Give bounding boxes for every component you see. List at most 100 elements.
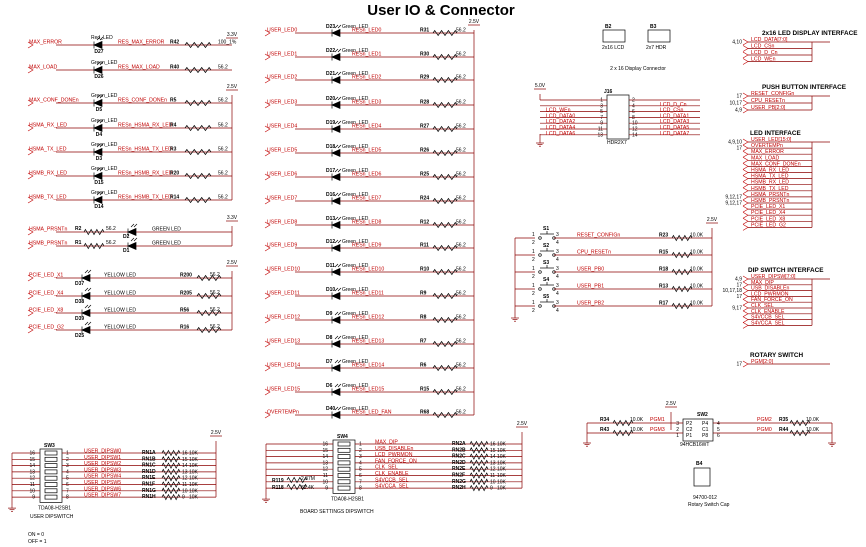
net-label: CPU_RESETn (577, 250, 611, 256)
section-title: LED INTERFACE (750, 130, 802, 137)
resistor-net-label: RESn_LED4 (352, 124, 382, 130)
resistor-ref-label: R13 (659, 284, 668, 290)
user-led-symbol (331, 48, 342, 62)
pin-number: 1 (359, 442, 362, 448)
offpage-flag (27, 148, 34, 156)
rn-value-label: 10K (497, 460, 507, 466)
page-ref-label: 9,17 (732, 306, 742, 312)
pin-number: 11 (30, 482, 35, 488)
led-type-label: Green_LED (342, 48, 369, 54)
led-emission-arrows (84, 287, 92, 292)
offpage-flag (264, 388, 271, 396)
net-label: MAX_LOAD (29, 65, 58, 71)
offpage-flag (264, 53, 271, 61)
pin-number: 3 (556, 232, 559, 238)
rotary-part-label: 94HCB16WT (680, 442, 709, 448)
led-type-label: Green_LED (342, 71, 369, 77)
switch-ref-label: S4 (543, 277, 549, 283)
lcd-sub-label: 2x16 LCD (602, 45, 625, 51)
net-label: PCIE_LED_X4 (751, 210, 785, 216)
resistor-net-label: RESn_LED8 (352, 220, 382, 226)
resistor-ref-label: R2 (75, 226, 82, 232)
led-emission-arrows (96, 191, 104, 196)
pin-number: 14 (29, 463, 35, 469)
resistor-value-label: 56.2 (456, 52, 466, 58)
dipswitch-ref-label: SW4 (337, 434, 348, 440)
pin-number: 9 (490, 486, 493, 492)
rn-value-label: 10K (189, 451, 199, 457)
net-label: FAN_FORCE_ON (375, 458, 417, 464)
pin-number: 16 (182, 451, 188, 457)
pin-number: 2 (676, 427, 679, 433)
pin-number: 4 (66, 469, 69, 475)
dipswitch-toggle (337, 466, 351, 472)
resistor-ref-label: R24 (420, 196, 429, 202)
switch-ref-label: S2 (543, 243, 549, 249)
pin-number: 14 (182, 463, 188, 469)
user-led-symbol (331, 406, 342, 420)
led-emission-arrows (334, 239, 342, 244)
user-led-symbol (331, 120, 342, 134)
rail-5v0-label: 5.0V (535, 83, 546, 89)
net-label: USER_DIPSW1 (84, 455, 121, 461)
offpage-flag (264, 221, 271, 229)
net-label: LCD_CSn (660, 108, 683, 114)
rn-resistor (469, 459, 489, 467)
resistor-ref-label: R30 (420, 52, 429, 58)
net-label: USER_LED2 (267, 75, 297, 81)
resistor-ref-label: R68 (420, 410, 429, 416)
dipswitch-part-label: TDA08-H2SB1 (331, 496, 364, 502)
led-emission-arrows (334, 311, 342, 316)
led-type-label: Green_LED (342, 359, 369, 365)
rotary-pin-label: C2 (686, 427, 693, 433)
pcie-led-symbol (81, 269, 92, 283)
page-ref-label: 9,12,17 (725, 194, 742, 200)
led-type-label: Green_LED (342, 168, 369, 174)
net-label: LCD_PWRMON (375, 452, 413, 458)
dipswitch-toggle (44, 456, 58, 462)
user-resistor (432, 125, 458, 133)
resistor-ref-label: R14 (170, 195, 179, 201)
resistor-value-label: 56.2 (456, 243, 466, 249)
rn-ref-label: RN2B (452, 447, 466, 453)
offpage-flag (742, 298, 749, 306)
status-resistor (184, 196, 212, 204)
rn-resistor (469, 447, 489, 454)
net-label: USER_LED4 (267, 124, 297, 130)
pin-number: 4 (556, 240, 559, 246)
pin-number: 13 (490, 460, 496, 466)
status-led-symbol (93, 167, 104, 181)
resistor-ref-label: R18 (659, 267, 668, 273)
user-led-symbol (331, 24, 342, 38)
led-ref-label: D11 (326, 263, 335, 269)
dipswitch-toggle (337, 447, 351, 453)
rn-resistor (161, 449, 181, 457)
pcie-resistor (196, 292, 222, 300)
net-label: LCD_WEn (546, 108, 571, 114)
resistor-net-label: RESn_LED15 (352, 387, 384, 393)
r118-resistor (286, 483, 308, 491)
pin-number: 3 (600, 103, 603, 109)
dipswitch-caption: BOARD SETTINGS DIPSWITCH (300, 509, 374, 515)
net-label: LCD_D_Cn (660, 102, 687, 108)
user-resistor (432, 76, 458, 84)
switch-ref-label: S3 (543, 260, 549, 266)
resistor-ref-label: R34 (600, 417, 609, 423)
page-ref-label: 10,17 (729, 101, 742, 107)
led-ref-label: D14 (94, 204, 103, 210)
offpage-flag (27, 124, 34, 132)
resistor-net-label: RESn_HSMA_TX_LED (118, 147, 172, 153)
pin-number: 9 (32, 495, 35, 501)
net-label: PCIE_LED_G2 (751, 222, 786, 228)
pin-number: 15 (182, 457, 188, 463)
rn-ref-label: RN1A (142, 450, 156, 456)
r34-resistor (612, 419, 634, 427)
led-emission-arrows (334, 120, 342, 125)
page-ref-label: 17 (736, 94, 742, 100)
rail-2v5-label: 2.5V (227, 84, 238, 90)
net-label: CLK_SEL (751, 303, 774, 309)
pin-number: 6 (632, 109, 635, 115)
led-ref-label: D23 (326, 24, 335, 30)
rail-2v5-label: 2.5V (469, 19, 480, 25)
pcie-resistor (196, 274, 222, 282)
